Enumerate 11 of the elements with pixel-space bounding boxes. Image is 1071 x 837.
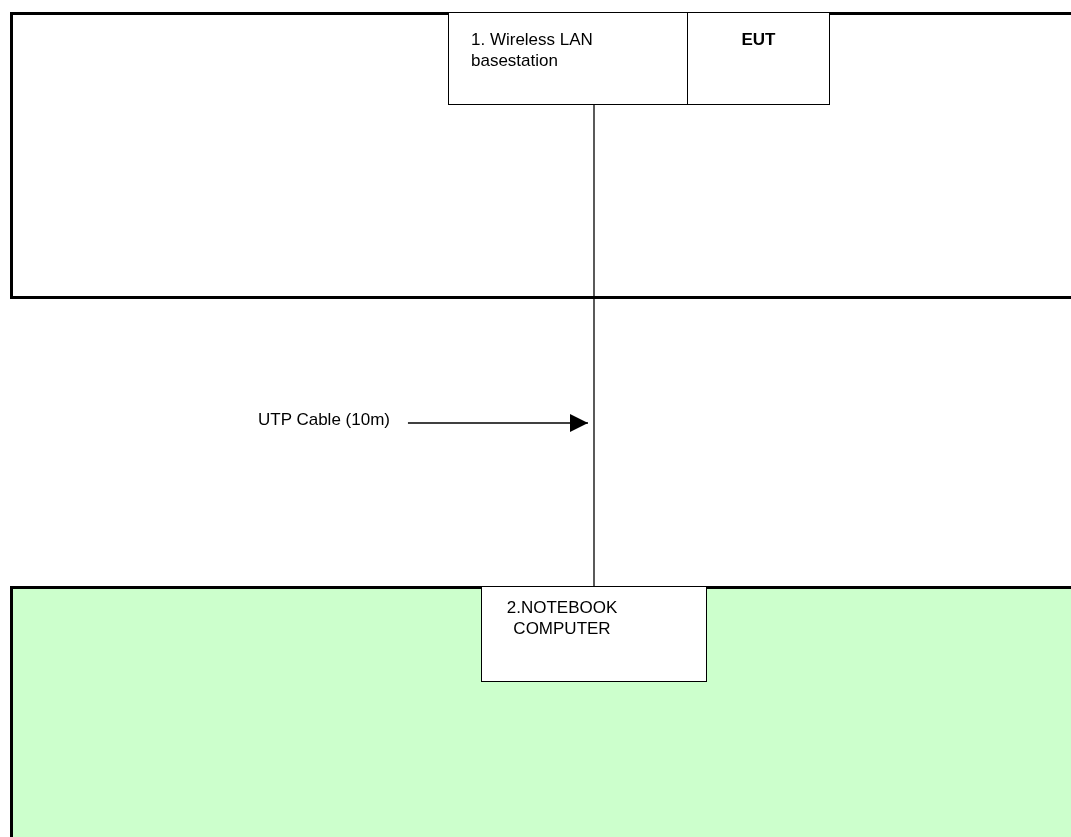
cable-label: UTP Cable (10m) (258, 409, 408, 433)
device-box (687, 12, 830, 105)
device-label: 2.NOTEBOOK COMPUTER (505, 597, 619, 639)
device-label: 1. Wireless LAN basestation (471, 29, 594, 71)
device-box (481, 586, 707, 682)
leader-arrow (407, 414, 589, 432)
device-label: EUT (740, 29, 777, 50)
area-frame (10, 586, 1071, 837)
area-frame (10, 12, 1071, 299)
cable-line (593, 104, 595, 587)
device-box (448, 12, 688, 105)
